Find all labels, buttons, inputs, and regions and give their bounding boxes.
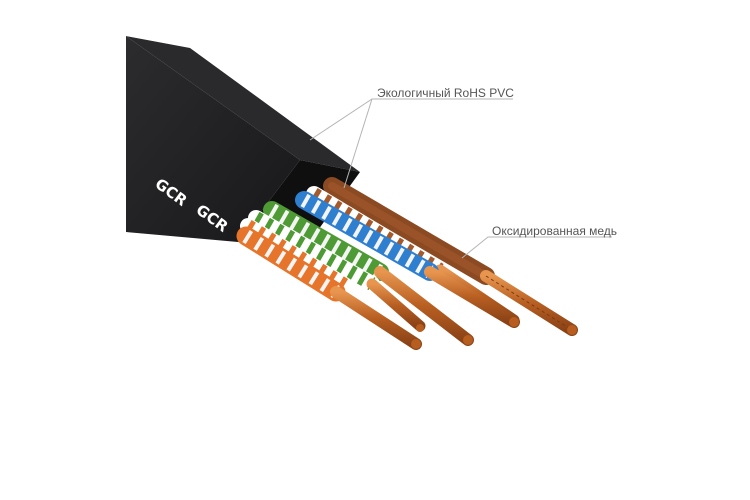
wire-blue	[295, 191, 520, 328]
copper-tip-2	[509, 317, 519, 327]
jacket-side-face	[126, 36, 300, 242]
jacket-top-face	[126, 36, 360, 172]
leader-line-pvc-2	[343, 98, 373, 189]
leader-line-pvc	[309, 98, 513, 141]
copper-tip-5	[411, 339, 421, 349]
copper-strands-blue	[424, 266, 520, 328]
copper-strands-green	[374, 266, 474, 346]
wire-white-orange	[240, 218, 354, 294]
wire-green	[263, 201, 474, 346]
leader-line-copper	[461, 236, 612, 259]
label-pvc-jacket: Экологичный RoHS PVC	[377, 86, 514, 100]
copper-tip-4	[416, 324, 424, 332]
wire-orange	[236, 226, 422, 350]
wire-brown	[323, 177, 578, 336]
copper-tip-1	[567, 325, 577, 335]
copper-strands-orange	[330, 286, 422, 350]
copper-strands-white-green	[366, 278, 426, 332]
wire-white-green	[248, 210, 426, 332]
copper-tip-3	[463, 335, 473, 345]
leader-lines	[309, 98, 612, 259]
label-copper-conductor: Оксидированная медь	[492, 224, 618, 238]
